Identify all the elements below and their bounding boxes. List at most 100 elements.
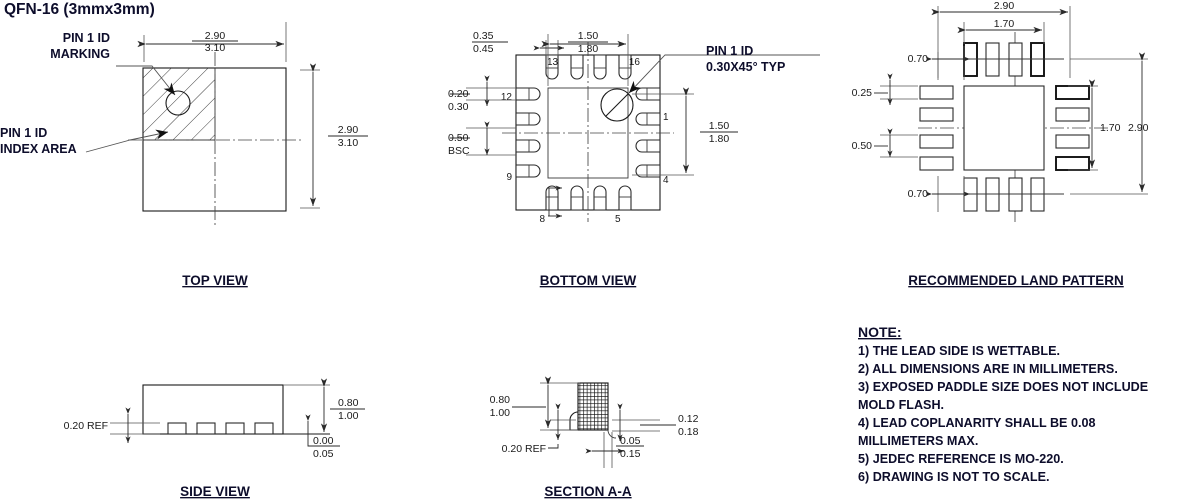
bottom-view-leads-bottom: [545, 185, 632, 211]
side-view: 0.20 REF 0.80 1.00 0.00 0.05 SIDE VIEW: [64, 378, 365, 499]
section-height-lower: 1.00: [490, 407, 511, 419]
land-inner-height-value: 1.70: [1100, 122, 1121, 134]
side-standoff-dimension: 0.00 0.05: [305, 414, 340, 460]
land-pitch-dimension: 0.50: [852, 128, 918, 158]
land-pad-length-value: 0.70: [908, 53, 929, 65]
section-cut-markers: [548, 185, 563, 219]
note-item: 5) JEDEC REFERENCE IS MO-220.: [858, 452, 1064, 466]
side-standoff-lower: 0.05: [313, 448, 334, 460]
note-item: 3) EXPOSED PADDLE SIZE DOES NOT INCLUDE: [858, 380, 1148, 394]
land-pattern-view: 2.90 1.70 0.70 0.25: [852, 0, 1149, 288]
top-width-lower: 3.10: [205, 42, 226, 54]
bottom-view: 13 16 1 4 12 9 8 5 0.35 0.45 1.50: [448, 30, 820, 288]
land-pad-length-bottom-value: 0.70: [908, 188, 929, 200]
land-inner-width-value: 1.70: [994, 18, 1015, 30]
land-inner-width-dimension: 1.70: [957, 18, 1045, 44]
notes-heading: NOTE:: [858, 324, 902, 340]
land-thermal-pad: [963, 85, 1045, 171]
section-lead-fillet: [607, 429, 617, 439]
top-view-label: TOP VIEW: [182, 273, 248, 288]
side-package-height-dimension: 0.80 1.00: [283, 378, 365, 432]
note-item: 6) DRAWING IS NOT TO SCALE.: [858, 470, 1049, 484]
top-height-lower: 3.10: [338, 137, 359, 149]
pin-label-12: 12: [501, 92, 513, 103]
bottom-view-label: BOTTOM VIEW: [540, 273, 637, 288]
lead-width-lower: 0.45: [473, 43, 494, 55]
section-lead-thickness-dimension: 0.12 0.18: [612, 403, 699, 442]
paddle-height-lower: 1.80: [709, 133, 730, 145]
land-outer-width-value: 2.90: [994, 0, 1015, 12]
section-standoff-ref-value: 0.20 REF: [502, 443, 546, 455]
top-width-upper: 2.90: [205, 30, 226, 42]
section-lead-thickness-upper: 0.12: [678, 413, 699, 425]
land-pad-length-dimension: 0.70: [908, 46, 971, 80]
land-pads-right: [1055, 85, 1090, 171]
section-standoff-ref-dimension: 0.20 REF: [502, 403, 561, 455]
land-pitch-value: 0.50: [852, 140, 873, 152]
pin1-id-index-area-callout: PIN 1 ID INDEX AREA: [0, 126, 169, 156]
bottom-paddle-width-dimension: 1.50 1.80: [541, 30, 629, 86]
section-lead-thickness-lower: 0.18: [678, 426, 699, 438]
pin1-marking-line2: MARKING: [50, 47, 110, 61]
top-view-width-dimension: 2.90 3.10: [137, 22, 287, 62]
land-pattern-label: RECOMMENDED LAND PATTERN: [908, 273, 1124, 288]
section-lead-tip-dimension: 0.05 0.15: [585, 432, 644, 468]
bottom-view-leads-right: [635, 87, 661, 178]
pin-label-13: 13: [547, 57, 559, 68]
section-aa-view: 0.80 1.00 0.20 REF 0.12 0.18 0.05 0.15: [490, 376, 699, 499]
land-outer-height-dimension: 2.90: [1070, 52, 1149, 195]
section-aa-label: SECTION A-A: [544, 484, 631, 499]
pin-label-1: 1: [663, 112, 669, 123]
side-standoff-ref-value: 0.20 REF: [64, 420, 108, 432]
paddle-width-upper: 1.50: [578, 30, 599, 42]
land-pads-bottom: [952, 177, 1064, 212]
pin1-index-line1: PIN 1 ID: [0, 126, 47, 140]
land-pads-top: [952, 42, 1064, 77]
side-view-label: SIDE VIEW: [180, 484, 250, 499]
top-view-height-dimension: 2.90 3.10: [300, 63, 368, 209]
bottom-lead-width-dimension: 0.35 0.45: [472, 30, 565, 56]
top-view: 2.90 3.10 2.90 3.10 PIN 1 ID MAR: [0, 22, 368, 288]
pin1-chamfer-callout: PIN 1 ID 0.30X45° TYP: [628, 44, 820, 94]
side-standoff-ref-dimension: 0.20 REF: [64, 407, 160, 444]
lead-length-upper: 0.20: [448, 88, 469, 100]
top-height-upper: 2.90: [338, 124, 359, 136]
note-item: MILLIMETERS MAX.: [858, 434, 978, 448]
side-view-leads: [167, 422, 274, 435]
notes-block: NOTE: 1) THE LEAD SIDE IS WETTABLE. 2) A…: [858, 324, 1148, 484]
land-outer-width-dimension: 2.90: [931, 0, 1071, 78]
land-pad-width-value: 0.25: [852, 87, 873, 99]
section-height-upper: 0.80: [490, 394, 511, 406]
land-pad-length-bottom-dimension: 0.70: [908, 176, 971, 212]
paddle-height-upper: 1.50: [709, 120, 730, 132]
section-height-dimension: 0.80 1.00: [490, 376, 580, 431]
bottom-paddle-height-dimension: 1.50 1.80: [632, 87, 738, 176]
lead-width-upper: 0.35: [473, 30, 494, 42]
section-body-block: [577, 382, 609, 431]
pin1-marking-circle: [165, 90, 191, 116]
side-standoff-upper: 0.00: [313, 435, 334, 447]
pin-label-8: 8: [539, 214, 545, 225]
pin1-chamfer-line2: 0.30X45° TYP: [706, 60, 785, 74]
pin-label-4: 4: [663, 175, 669, 186]
section-lead-tip-upper: 0.05: [620, 435, 641, 447]
pin1-chamfer-indicator: [600, 88, 634, 122]
pitch-upper: 0.50: [448, 132, 469, 144]
section-lead-tip-lower: 0.15: [620, 448, 641, 460]
note-item: 1) THE LEAD SIDE IS WETTABLE.: [858, 344, 1060, 358]
pin1-id-marking-callout: PIN 1 ID MARKING: [50, 31, 176, 96]
pin-label-9: 9: [506, 172, 512, 183]
land-pad-width-dimension: 0.25: [852, 73, 918, 106]
note-item: MOLD FLASH.: [858, 398, 944, 412]
bottom-lead-length-dimension: 0.20 0.30: [448, 75, 516, 113]
pin1-index-line2: INDEX AREA: [0, 142, 77, 156]
land-pads-left: [919, 85, 954, 171]
land-outer-height-value: 2.90: [1128, 122, 1149, 134]
side-height-upper: 0.80: [338, 397, 359, 409]
bottom-view-leads-top: [545, 54, 632, 80]
paddle-width-lower: 1.80: [578, 43, 599, 55]
pin1-marking-line1: PIN 1 ID: [63, 31, 110, 45]
pin-label-16: 16: [629, 57, 641, 68]
bottom-pitch-dimension: 0.50 BSC: [448, 121, 516, 157]
